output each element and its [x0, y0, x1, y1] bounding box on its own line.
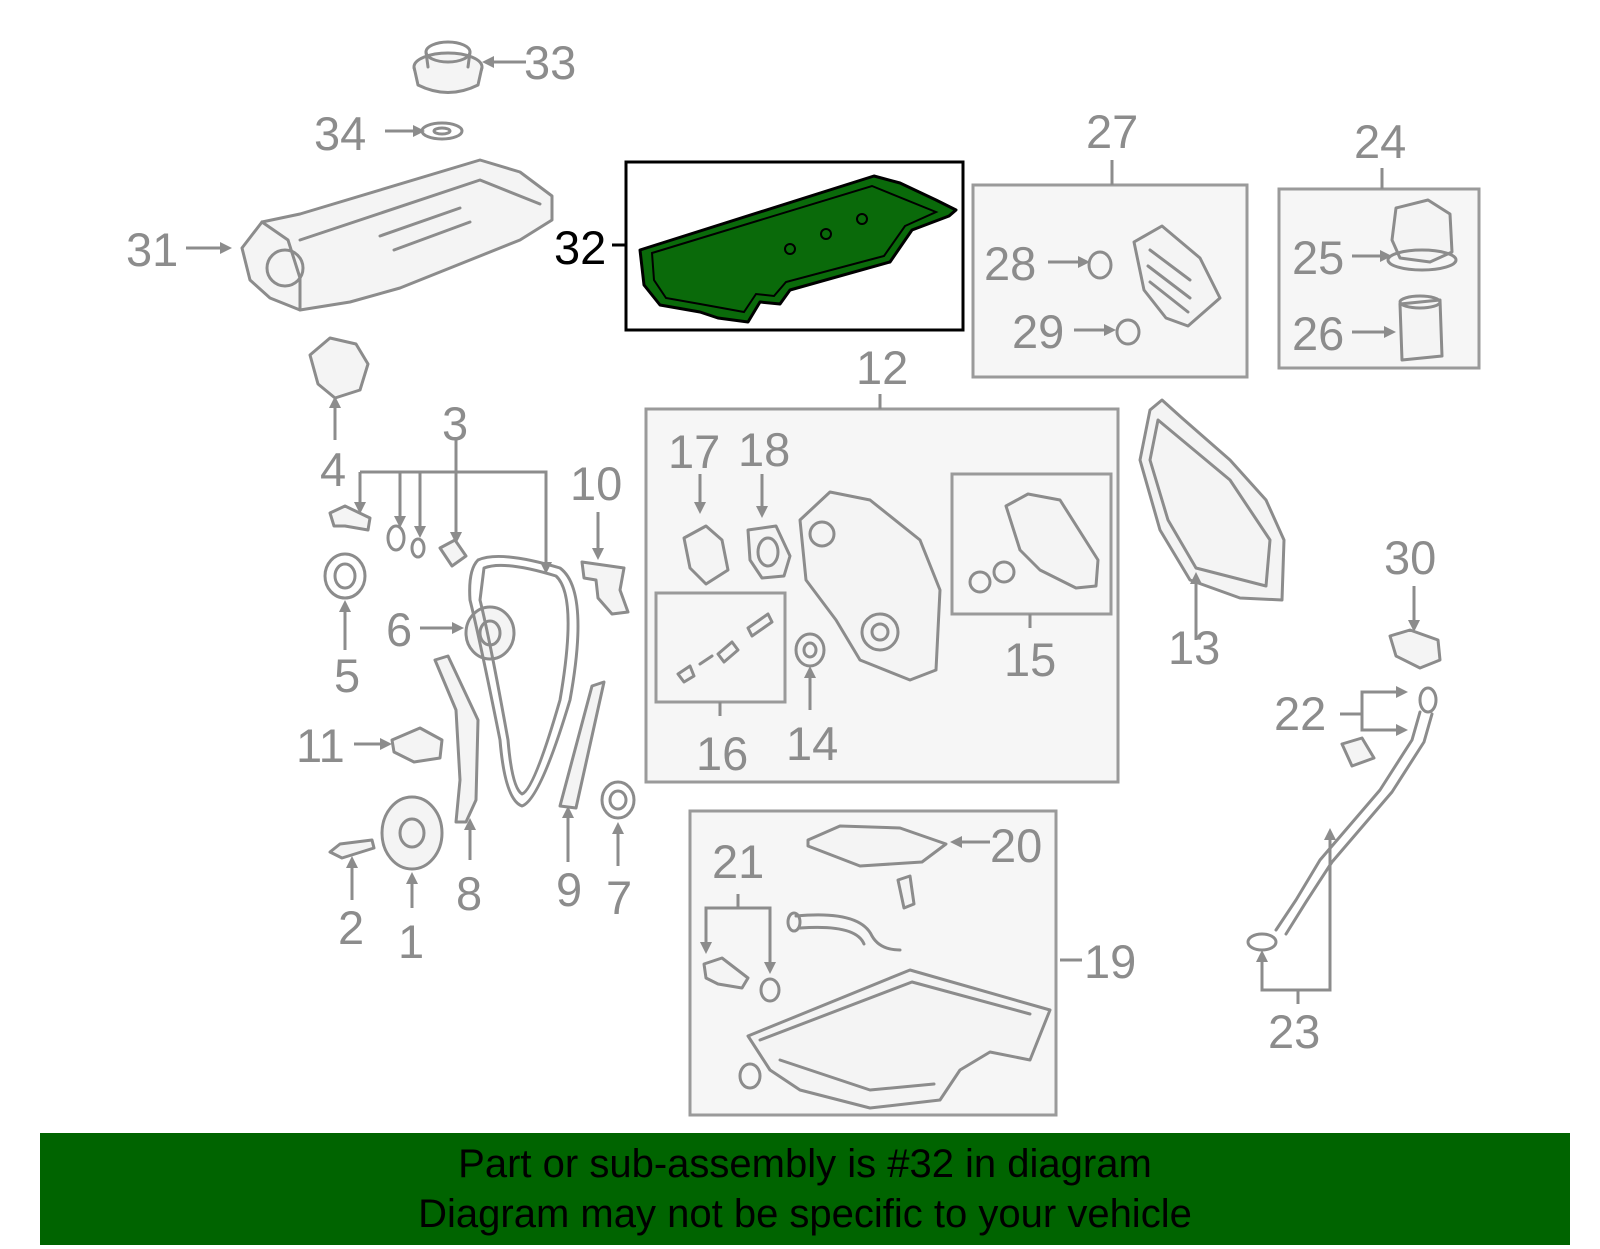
sensor-30 — [1388, 628, 1442, 670]
group-box-16 — [654, 591, 787, 704]
dipstick-tube-23 — [1274, 710, 1422, 932]
callout-6[interactable]: 6 — [386, 603, 412, 656]
callout-32[interactable]: 32 — [554, 221, 606, 274]
valve-parts-16 — [676, 612, 774, 684]
callout-11[interactable]: 11 — [296, 719, 345, 772]
callout-24[interactable]: 24 — [1354, 115, 1406, 168]
timing-chain — [468, 554, 580, 808]
callout-30[interactable]: 30 — [1384, 531, 1436, 584]
bolt-2 — [328, 838, 376, 860]
callout-31[interactable]: 31 — [126, 223, 178, 276]
banner-line-1: Part or sub-assembly is #32 in diagram — [458, 1142, 1152, 1186]
callout-23[interactable]: 23 — [1268, 1005, 1320, 1058]
oil-pump-15 — [1004, 492, 1100, 590]
callout-22[interactable]: 22 — [1274, 687, 1326, 740]
banner-line-2: Diagram may not be specific to your vehi… — [418, 1192, 1192, 1236]
seal-7 — [600, 780, 636, 820]
callout-8[interactable]: 8 — [456, 867, 482, 920]
leader-lines — [186, 56, 1420, 1004]
gasket-18 — [746, 524, 792, 580]
callout-2[interactable]: 2 — [338, 901, 364, 954]
pickup-tube — [794, 913, 902, 952]
oil-cooler-27 — [1132, 224, 1222, 328]
seal-21 — [759, 977, 781, 1003]
callout-5[interactable]: 5 — [334, 649, 360, 702]
valve-cover-31 — [240, 158, 554, 312]
oring-29 — [1115, 318, 1141, 346]
callout-9[interactable]: 9 — [556, 863, 582, 916]
callout-16[interactable]: 16 — [696, 727, 748, 780]
baffle-20 — [806, 824, 948, 868]
callout-26[interactable]: 26 — [1292, 307, 1344, 360]
callout-18[interactable]: 18 — [738, 423, 790, 476]
oring-4a — [386, 524, 406, 552]
dipstick-handle-22 — [1418, 686, 1438, 714]
callout-27[interactable]: 27 — [1086, 105, 1138, 158]
callout-17[interactable]: 17 — [668, 425, 720, 478]
gasket-17 — [682, 524, 730, 586]
timing-cover-12 — [798, 490, 942, 682]
callout-15[interactable]: 15 — [1004, 633, 1056, 686]
callout-labels: 33 34 31 32 27 24 28 29 25 26 12 3 4 10 … — [126, 36, 1436, 1058]
callout-28[interactable]: 28 — [984, 237, 1036, 290]
callout-14[interactable]: 14 — [786, 717, 838, 770]
callout-34[interactable]: 34 — [314, 107, 366, 160]
callout-19[interactable]: 19 — [1084, 935, 1136, 988]
valve-cover-gasket-inner — [650, 184, 939, 314]
callout-3[interactable]: 3 — [442, 397, 468, 450]
plug-3 — [438, 538, 468, 568]
bolt-19 — [896, 874, 916, 910]
filter-26 — [1398, 298, 1444, 362]
bolt-4 — [328, 504, 372, 532]
gasket-13 — [1138, 398, 1286, 602]
callout-33[interactable]: 33 — [524, 36, 576, 89]
oring-28 — [1087, 250, 1113, 280]
gasket-hole — [784, 243, 796, 255]
seal-5 — [323, 552, 367, 600]
seal-23 — [1246, 932, 1278, 952]
callout-4[interactable]: 4 — [320, 443, 346, 496]
seal-34 — [420, 121, 464, 141]
gasket-hole — [820, 228, 832, 240]
callout-29[interactable]: 29 — [1012, 305, 1064, 358]
callout-13[interactable]: 13 — [1168, 621, 1220, 674]
gasket-hole — [856, 213, 868, 225]
oil-filler-cap-33 — [412, 40, 484, 94]
filter-cap-25 — [1390, 198, 1454, 264]
callout-7[interactable]: 7 — [606, 871, 632, 924]
sprocket-6 — [464, 605, 516, 661]
sensor-11 — [390, 726, 444, 764]
tensioner-guide-8 — [433, 654, 480, 824]
valve-cover-gasket-32[interactable] — [638, 174, 958, 324]
bolt-21 — [702, 956, 750, 990]
callout-21[interactable]: 21 — [712, 835, 764, 888]
callout-1[interactable]: 1 — [398, 915, 424, 968]
callout-20[interactable]: 20 — [990, 819, 1042, 872]
pulley-1 — [380, 795, 444, 871]
callout-10[interactable]: 10 — [570, 457, 622, 510]
bracket-4 — [308, 336, 370, 400]
guide-9 — [558, 680, 606, 810]
oring-4b — [410, 537, 426, 559]
callout-12[interactable]: 12 — [856, 341, 908, 394]
guide-10 — [580, 560, 630, 616]
callout-25[interactable]: 25 — [1292, 231, 1344, 284]
info-banner: Part or sub-assembly is #32 in diagram D… — [40, 1133, 1570, 1245]
